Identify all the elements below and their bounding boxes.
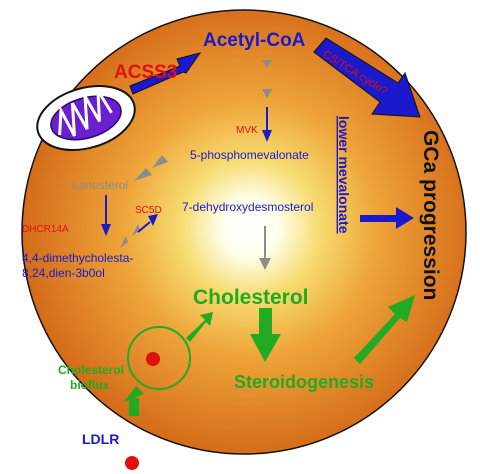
- gray-arrow-2: [262, 89, 272, 98]
- ldl-particle-inside: [146, 352, 160, 366]
- ldlr-label: LDLR: [82, 431, 119, 447]
- dhcr14a-label: DHCR14A: [22, 224, 69, 235]
- bioflux-arrow: [186, 312, 213, 342]
- cholesterol-label: Cholesterol: [193, 286, 309, 309]
- acetyl-coa-label: Acetyl-CoA: [203, 30, 306, 51]
- steroidogenesis-label: Steroidogenesis: [234, 372, 374, 392]
- gray-arrow-7: [259, 258, 271, 270]
- bioflux-circle: [127, 326, 191, 390]
- dhcr14a-arrow: [101, 224, 111, 236]
- phosphomevalonate-label: 5-phosphomevalonate: [190, 148, 309, 162]
- acss3-label: ACSS3: [114, 62, 177, 83]
- dehydroxydesmosterol-label: 7-dehydroxydesmosterol: [182, 200, 313, 214]
- tca-arrow: [313, 37, 421, 118]
- acss3-arrow: [129, 52, 202, 95]
- mvk-arrow: [262, 130, 272, 142]
- gca-green-arrow: [354, 295, 415, 364]
- sc5d-label: SC5D: [135, 205, 162, 216]
- cholesterol-bioflux-line2-label: bioflux: [70, 378, 110, 392]
- steroidogenesis-arrow: [250, 334, 281, 362]
- gray-arrow-3: [152, 155, 168, 168]
- cholesterol-bioflux-line1-label: Cholesterol: [58, 363, 124, 377]
- dimethyl-line2-label: 8,24,dien-3b0ol: [22, 266, 105, 280]
- gray-arrow-4: [134, 168, 152, 181]
- mvk-label: MVK: [236, 125, 258, 136]
- gca-progression-label: GCa progression: [419, 130, 442, 300]
- mitochondrion-icon: [36, 85, 136, 151]
- gray-arrow-1: [262, 60, 272, 68]
- dimethyl-line1-label: 4,4-dimethycholesta-: [22, 251, 133, 265]
- gray-arrow-6: [132, 224, 140, 236]
- ldlr-arrow: [124, 386, 144, 402]
- ldl-particle-outside: [125, 456, 139, 470]
- gray-arrow-5: [120, 236, 128, 248]
- cell-body: [21, 9, 467, 455]
- lower-mevalonate-arrow: [396, 207, 414, 229]
- lanosterol-label: Lanosterol: [72, 178, 128, 192]
- lower-mevalonate-label: lower mevalonate: [336, 116, 352, 234]
- sc5d-arrow: [148, 214, 158, 226]
